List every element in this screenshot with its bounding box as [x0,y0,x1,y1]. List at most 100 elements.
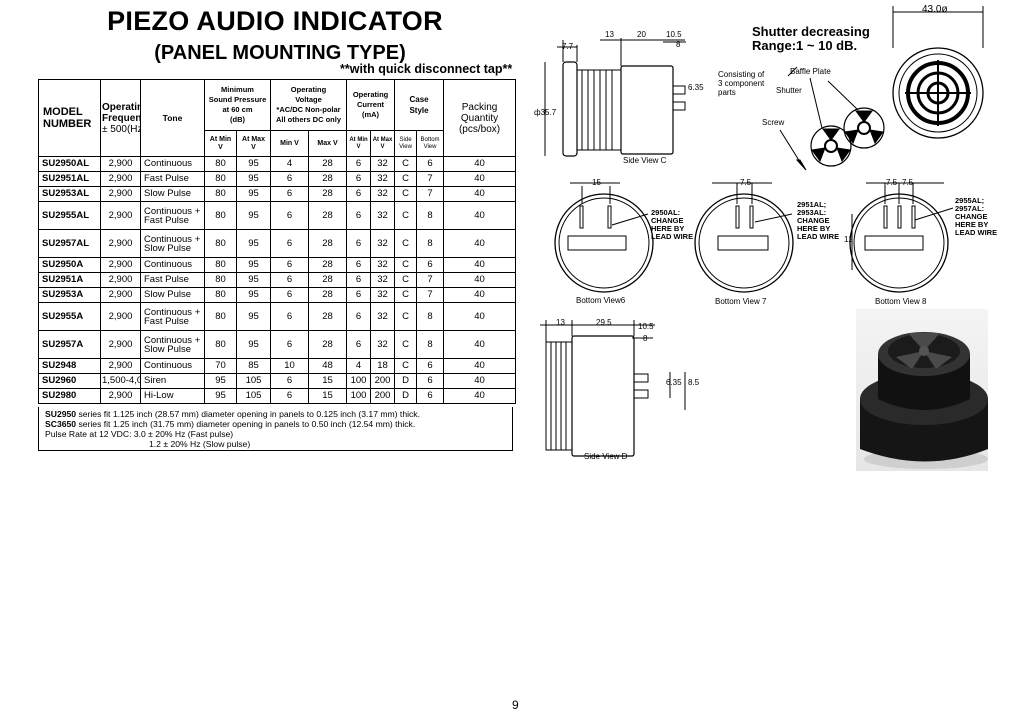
footnote-sc3650: SC3650 series fit 1.25 inch (31.75 mm) d… [45,419,416,429]
side-view-c-drawing [544,38,686,157]
footnote-pulse-slow: 1.2 ± 20% Hz (Slow pulse) [149,439,251,449]
cell-tone: Continuous +Fast Pulse [140,201,205,230]
page-title: PIEZO AUDIO INDICATOR [107,6,443,36]
shutter-title: Shutter decreasing [752,24,870,39]
cell-pack: 40 [443,388,517,404]
cell-model: SU2955AL [38,201,101,230]
bottom-8-dim-75b: 7.5 [902,178,914,187]
front-view-drawing [779,6,984,171]
header-frequency: OperatingFrequency± 500(Hz) [100,79,141,157]
page-number: 9 [512,698,519,712]
cell-tone: Continuous +Fast Pulse [140,302,205,331]
cell-tone: Continuous +Slow Pulse [140,330,205,359]
subheader-v-max: Max V [307,130,348,157]
cell-side: D [394,388,418,404]
side-c-dim-8: 8 [676,40,681,49]
side-d-dim-13: 13 [556,318,565,327]
cell-spmax: 95 [236,229,271,258]
product-photo [856,309,988,471]
cell-vmin: 6 [270,201,309,230]
bottom-8-dim-75a: 7.5 [886,178,898,187]
bottom-view-8-label: Bottom View 8 [875,297,927,306]
cell-cmax: 32 [370,156,396,172]
cell-pack: 40 [443,257,517,273]
baffle-label: Baffle Plate [790,67,831,76]
bottom-7-dim-75: 7.5 [740,178,752,187]
cell-spmin: 80 [204,302,237,331]
cell-cmax: 200 [370,388,396,404]
header-model: MODEL NUMBER [38,79,101,157]
page-subtitle: (PANEL MOUNTING TYPE) [154,42,406,64]
shutter-label: Shutter [776,86,802,95]
spec-table: MODEL NUMBER OperatingFrequency± 500(Hz)… [38,79,517,404]
side-c-dim-635: 6.35 [688,83,704,92]
cell-cmin: 100 [346,388,372,404]
footnote-su2950: SU2950 series fit 1.125 inch (28.57 mm) … [45,409,420,419]
cell-model: SU2955A [38,302,101,331]
cell-cmin: 6 [346,302,372,331]
cell-spmin: 80 [204,201,237,230]
side-c-dim-105: 10.5 [666,30,682,39]
cell-spmin: 80 [204,229,237,258]
dim-43: 43.0ø [922,4,948,15]
consisting-label: Consisting of 3 component parts [718,70,765,97]
side-d-dim-635: 6.35 [666,378,682,387]
bottom-7-note: 2951AL; 2953AL: CHANGE HERE BY LEAD WIRE [797,200,840,241]
side-view-d-label: Side View D [584,452,628,461]
cell-vmax: 28 [307,302,348,331]
cell-pack: 40 [443,302,517,331]
tap-note: **with quick disconnect tap** [340,62,513,76]
cell-tone: Continuous +Slow Pulse [140,229,205,258]
side-d-dim-105: 10.5 [638,322,654,331]
buzzer-photo-icon [860,332,988,469]
bottom-view-7-label: Bottom View 7 [715,297,767,306]
cell-model: SU2980 [38,388,101,404]
bottom-7-dim-12: 12 [844,235,853,244]
bottom-8-note: 2955AL; 2957AL: CHANGE HERE BY LEAD WIRE [955,196,998,237]
side-view-d-drawing [540,320,686,457]
cell-cmax: 32 [370,330,396,359]
cell-vmax: 28 [307,201,348,230]
side-view-c-label: Side View C [623,156,667,165]
bottom-view-7-drawing [694,182,794,293]
cell-vmin: 6 [270,330,309,359]
cell-vmax: 28 [307,330,348,359]
cell-pack: 40 [443,229,517,258]
cell-cmax: 32 [370,229,396,258]
cell-spmin: 95 [204,388,237,404]
subheader-v-min: Min V [270,130,309,157]
footnote-pulse-fast: Pulse Rate at 12 VDC: 3.0 ± 20% Hz (Fast… [45,429,234,439]
side-c-dim-77: 7.7 [562,42,574,51]
bottom-view-8-drawing [849,182,954,293]
screw-label: Screw [762,118,785,127]
side-c-dim-357: ф35.7 [534,108,557,117]
side-d-dim-295: 29.5 [596,318,612,327]
footnotes: SU2950 series fit 1.125 inch (28.57 mm) … [38,407,513,451]
side-c-dim-20: 20 [637,30,646,39]
bottom-view-6-drawing [554,182,654,293]
cell-bottom: 8 [416,201,445,230]
side-c-dim-13: 13 [605,30,614,39]
side-d-dim-85: 8.5 [688,378,700,387]
bottom-view-6-label: Bottom View6 [576,296,626,305]
cell-vmax: 15 [307,388,348,404]
cell-cmin: 6 [346,201,372,230]
bottom-6-dim-15: 15 [592,178,601,187]
